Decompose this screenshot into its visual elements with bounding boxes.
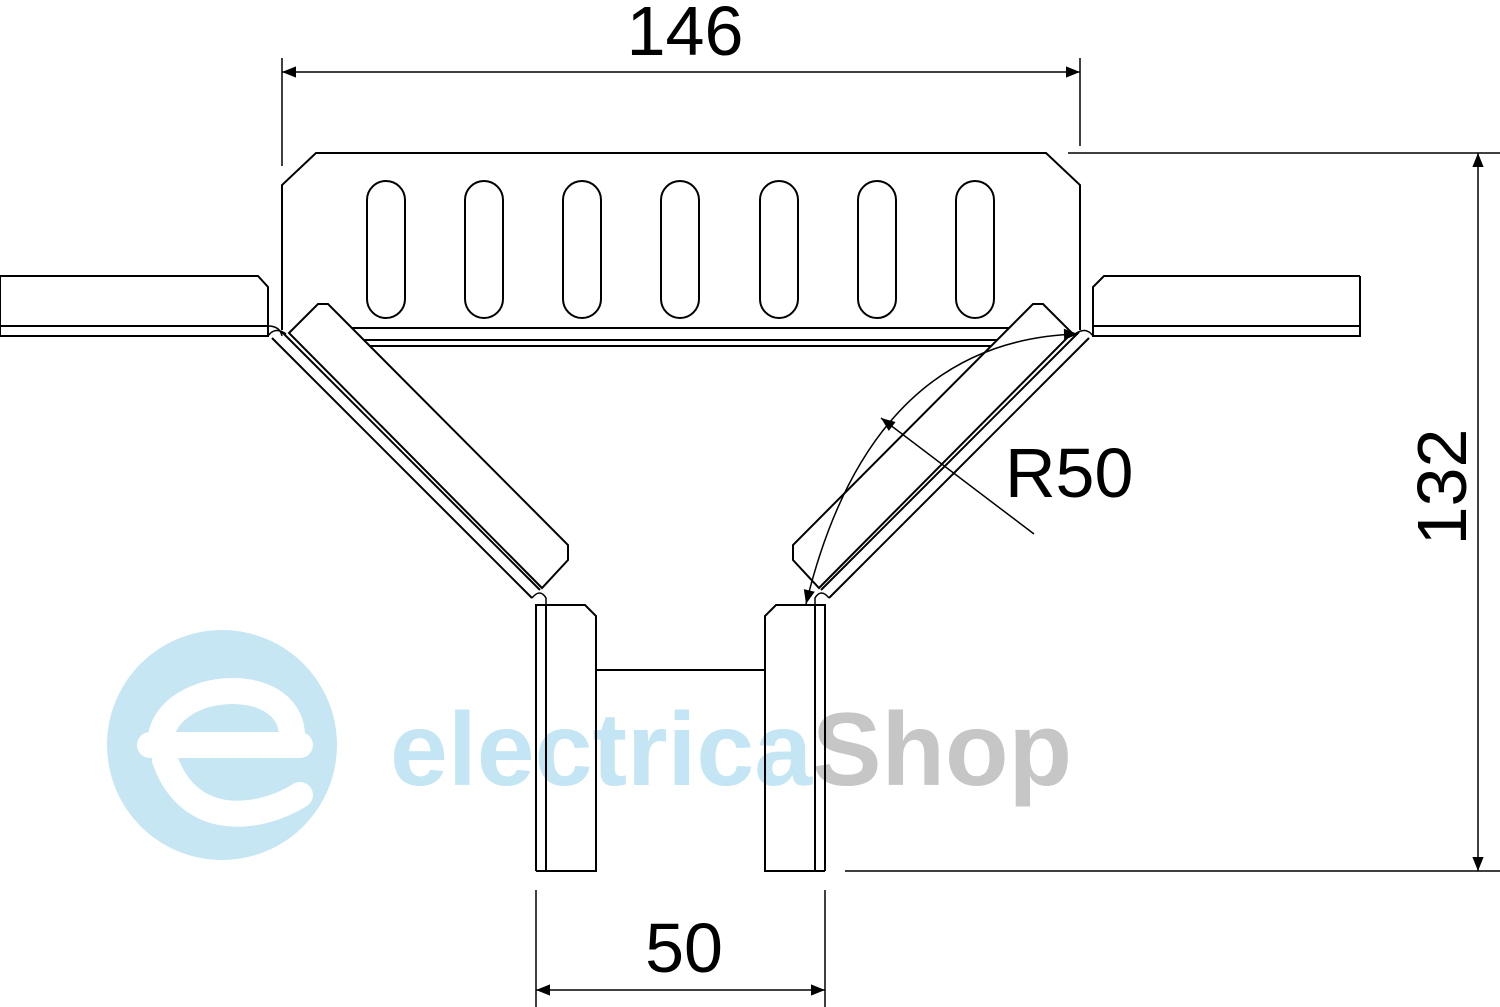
watermark-text: electricaShop xyxy=(390,692,1072,808)
dimension-height: 132 xyxy=(845,152,1500,872)
dimension-label-r50: R50 xyxy=(1005,434,1133,512)
slot xyxy=(464,180,504,319)
dimension-label-146: 146 xyxy=(627,0,744,70)
slot xyxy=(759,180,799,319)
slot xyxy=(660,180,700,319)
slot xyxy=(366,180,406,319)
left-branch xyxy=(267,303,597,872)
slot xyxy=(562,180,602,319)
watermark-text-electrica: electrica xyxy=(390,692,813,808)
watermark-logo xyxy=(107,630,337,860)
dimension-radius: R50 xyxy=(803,328,1133,605)
dimension-label-132: 132 xyxy=(1403,429,1481,546)
right-arm xyxy=(1092,275,1361,337)
slot xyxy=(955,180,995,319)
slot xyxy=(857,180,897,319)
ventilation-slots xyxy=(366,180,995,319)
dimension-bottom-width: 50 xyxy=(535,890,826,1007)
dimension-top-width: 146 xyxy=(281,0,1081,166)
main-tray-section xyxy=(281,152,1081,347)
dimension-label-50: 50 xyxy=(645,909,723,987)
watermark-text-shop: Shop xyxy=(812,692,1072,808)
left-arm xyxy=(0,275,283,337)
